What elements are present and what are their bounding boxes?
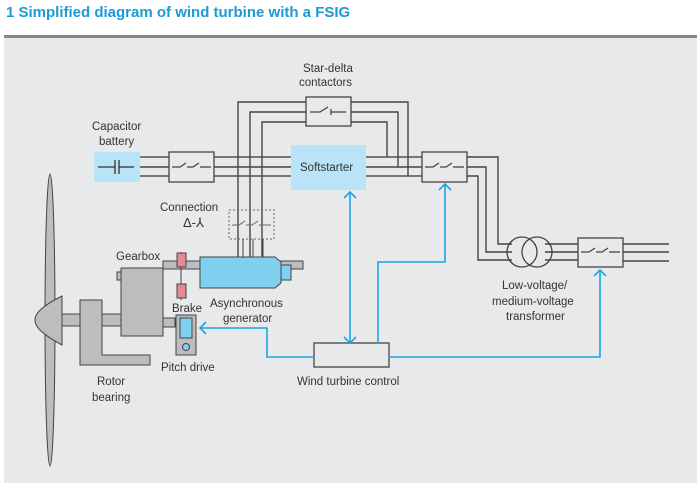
- switch-connection: [228, 209, 275, 240]
- asynchronous-generator: [199, 256, 282, 289]
- transformer-icon: [506, 236, 553, 268]
- label-contactors: contactors: [299, 77, 352, 89]
- label-battery: battery: [99, 136, 134, 148]
- label-connection: Connection: [160, 202, 218, 214]
- label-brake: Brake: [172, 303, 202, 315]
- switch-capacitor: [168, 151, 215, 183]
- rotor-bearing: [79, 299, 151, 366]
- softstarter-box: [291, 145, 366, 190]
- label-transformer-2: medium-voltage: [492, 296, 574, 308]
- label-pitch-drive: Pitch drive: [161, 362, 215, 374]
- switch-medium-voltage: [577, 237, 624, 268]
- gearbox: [120, 267, 164, 337]
- label-connection-symbol: Δ-⅄: [183, 215, 204, 230]
- wind-turbine-control: [313, 342, 390, 368]
- brake: [176, 252, 187, 268]
- main-bus: [140, 156, 422, 177]
- switch-main: [421, 151, 468, 183]
- label-capacitor: Capacitor: [92, 121, 141, 133]
- label-control: Wind turbine control: [297, 376, 399, 388]
- transformer-wiring: [467, 156, 669, 262]
- label-transformer: Low-voltage/: [502, 280, 568, 292]
- control-lines: [198, 182, 607, 358]
- star-delta-wiring: [237, 101, 409, 270]
- label-gearbox: Gearbox: [116, 251, 160, 263]
- label-transformer-3: transformer: [506, 311, 565, 323]
- label-star-delta: Star-delta: [303, 63, 353, 75]
- label-softstarter: Softstarter: [300, 162, 353, 174]
- label-generator: Asynchronous: [210, 298, 283, 310]
- label-bearing: bearing: [92, 392, 130, 404]
- label-rotor: Rotor: [97, 376, 125, 388]
- figure-title: 1 Simplified diagram of wind turbine wit…: [6, 4, 351, 21]
- label-generator-2: generator: [223, 313, 272, 325]
- switch-star-delta: [305, 96, 352, 127]
- rotor-hub: [34, 295, 63, 346]
